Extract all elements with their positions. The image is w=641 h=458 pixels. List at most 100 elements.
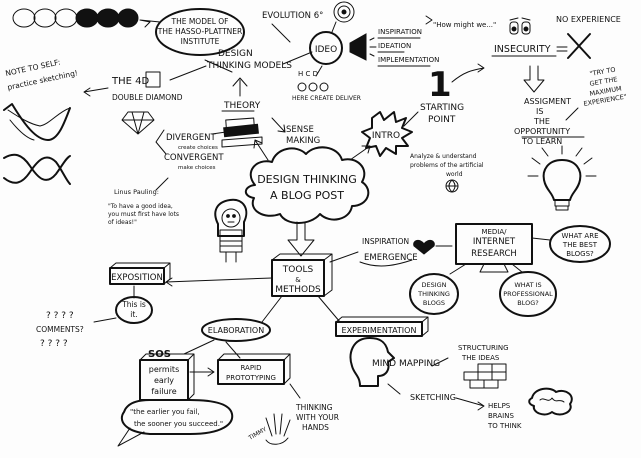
wave-sketch-2 [3, 153, 71, 181]
failure-line1: permits [149, 365, 179, 374]
divergent-label: DIVERGENT [166, 133, 216, 143]
fail-quote-line1: "the earlier you fail, [130, 408, 200, 416]
note-to-self: NOTE TO SELF: practice sketching! [3, 58, 79, 185]
line-to-experimentation [317, 295, 341, 323]
sense-making-line1: SENSE [286, 125, 314, 135]
sketching-label: SKETCHING [410, 393, 456, 402]
arrow-up-icon [232, 77, 248, 97]
this-is-it-line1: This is [121, 300, 146, 309]
central-title-line1: DESIGN THINKING [257, 173, 357, 186]
theory-branch: THEORY DIVERGENT create choices CONVERGE… [155, 101, 263, 171]
pauling-line4: of ideas!" [108, 219, 137, 226]
best-blogs-line1: WHAT ARE [561, 232, 598, 240]
dt-blogs-line1: DESIGN [421, 281, 446, 289]
pro-blog-line2: PROFESSIONAL [503, 290, 553, 298]
line-hpi-to-models [204, 59, 233, 73]
pro-blog-line3: BLOG? [517, 299, 538, 307]
arrow-left-icon [83, 87, 109, 97]
books-icon [221, 117, 263, 148]
central-cloud: DESIGN THINKING A BLOG POST [244, 146, 370, 224]
hpi-line3: INSTITUTE [181, 37, 220, 46]
hands-line2: WITH YOUR [296, 413, 339, 422]
timmy-label: TIMMY [247, 426, 269, 442]
arrow-to-exposition [165, 277, 273, 287]
scared-eyes-icon [509, 17, 531, 35]
dt-blogs-line3: BLOGS [423, 299, 445, 307]
girl-drawing [214, 198, 248, 263]
prototyping-box: RAPID PROTOTYPING [217, 353, 291, 385]
squiggle-arrow-icon [451, 63, 485, 83]
megaphone-icon [349, 33, 377, 61]
assignment-line5: TO LEARN [521, 137, 562, 146]
comments-label: COMMENTS? [36, 325, 84, 334]
elaboration-label: ELABORATION [208, 326, 264, 335]
assignment-line1: ASSIGMENT [524, 97, 571, 106]
ideo-inspiration: INSPIRATION [378, 28, 422, 36]
arrow-to-theory-icon [253, 139, 269, 161]
tools-methods: TOOLS & METHODS [271, 253, 333, 297]
assignment-line3: THE [533, 117, 550, 126]
line-to-inspiration [329, 251, 359, 263]
proto-line2: PROTOTYPING [226, 374, 276, 382]
lightbulb-icon [527, 145, 597, 211]
exposition-branch: EXPOSITION This is it. ? ? ? ? COMMENTS?… [36, 262, 171, 349]
arrow-right-icon [189, 367, 215, 377]
arrow-down-icon [287, 221, 315, 257]
tools-line1: TOOLS [282, 265, 314, 275]
sense-making-line2: MAKING [286, 136, 320, 146]
cross-icon [567, 33, 591, 59]
intro-branch: INTRO Analyze & understand problems of t… [361, 111, 484, 193]
four-d-model: THE 4D DOUBLE DIAMOND [83, 71, 183, 135]
hpi-model: THE MODEL OF THE HASSO-PLATTNER INSTITUT… [12, 8, 245, 56]
this-is-it-line2: it. [130, 310, 137, 319]
hands-line3: HANDS [302, 423, 329, 432]
convergent-sub: make choices [178, 165, 216, 171]
elaboration-branch: ELABORATION SOS permits early failure RA… [117, 318, 339, 447]
equals-icon [556, 46, 568, 52]
experimentation-label: EXPERIMENTATION [342, 326, 417, 335]
hpi-line1: THE MODEL OF [170, 17, 228, 26]
dt-blogs-line2: THINKING [417, 290, 450, 298]
research-line2: INTERNET [473, 237, 516, 247]
bracket-icon [155, 129, 167, 155]
brain-icon [528, 387, 573, 416]
intro-burst-icon [361, 111, 413, 157]
analyze-line3: world [446, 171, 463, 178]
fail-quote-bubble: "the earlier you fail, the sooner you su… [117, 399, 234, 447]
assignment-line2: IS [536, 107, 543, 116]
design-thinking-models: DESIGN THINKING MODELS [169, 49, 313, 97]
starting-line1: STARTING [420, 103, 464, 113]
inspiration-line2: EMERGENCE [364, 253, 418, 263]
ideo-label: IDEO [315, 45, 337, 55]
failure-line2: early [154, 376, 174, 385]
monitor-icon: MEDIA/ INTERNET RESEARCH [455, 223, 533, 273]
models-label2: THINKING MODELS [206, 61, 292, 71]
pro-blog-line1: WHAT IS [514, 281, 541, 289]
tools-line2: & [295, 276, 301, 284]
best-blogs-line3: BLOGS? [566, 250, 594, 258]
four-d-label: THE 4D [111, 76, 149, 87]
insecurity-label: INSECURITY [494, 44, 551, 55]
arrow-down-assignment-icon [523, 65, 545, 93]
hand-icon [265, 413, 291, 445]
question-marks-top: ? ? ? ? [46, 311, 74, 321]
pauling-line3: you must first have lots [108, 211, 179, 218]
ideo-ideation: IDEATION [378, 42, 411, 50]
question-marks-bottom: ? ? ? ? [40, 339, 68, 349]
diamond-icon [121, 111, 155, 135]
mind-mapping-label: MIND MAPPING [372, 359, 440, 369]
convergent-label: CONVERGENT [164, 153, 224, 163]
pauling-line1: Linus Pauling: [114, 188, 159, 196]
spiral-icon [333, 1, 355, 23]
fail-quote-line2: the sooner you succeed." [134, 420, 223, 428]
pauling-line2: "To have a good idea, [108, 203, 173, 210]
inspiration-branch: INSPIRATION EMERGENCE MEDIA/ INTERNET RE… [359, 223, 611, 317]
ideo-implementation: IMPLEMENTATION [378, 56, 439, 64]
starting-point: 1 STARTING POINT [403, 63, 485, 127]
four-d-sub: DOUBLE DIAMOND [112, 93, 183, 102]
failure-line3: failure [151, 387, 176, 396]
research-line1: MEDIA/ [481, 228, 507, 236]
heart-icon [413, 239, 435, 255]
structuring-line2: THE IDEAS [461, 354, 500, 362]
arrow-sketching-icon [455, 397, 485, 411]
